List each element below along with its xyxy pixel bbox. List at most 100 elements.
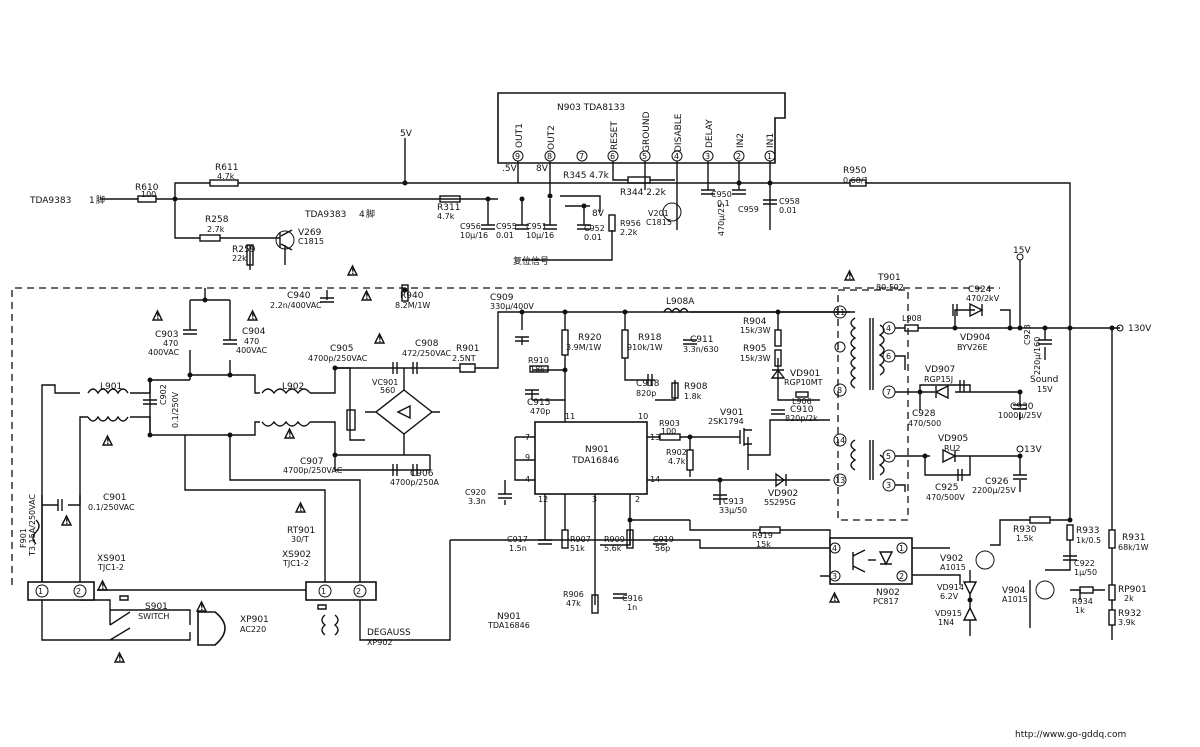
value-v904: A1015 bbox=[1002, 595, 1028, 604]
capacitor-c924 bbox=[952, 304, 958, 316]
warning-icon: ! bbox=[60, 514, 73, 526]
value-c956: 10μ/16 bbox=[460, 231, 488, 240]
transformer-boundary bbox=[837, 289, 909, 521]
opto-pin-1: 1 bbox=[899, 544, 904, 553]
label-c926: C926 bbox=[985, 477, 1009, 487]
value-r934: 1k bbox=[1075, 606, 1085, 615]
label-c906: C906 bbox=[410, 469, 434, 479]
label-l908a: L908A bbox=[666, 297, 695, 307]
label-r931: R931 bbox=[1122, 533, 1145, 543]
label-vd904: VD904 bbox=[960, 333, 991, 343]
value-c940: 2.2n/400VAC bbox=[270, 301, 322, 310]
capacitor-c955 bbox=[515, 224, 529, 230]
value-c951: 10μ/16 bbox=[526, 231, 554, 240]
label-c923: C923 bbox=[1023, 324, 1032, 345]
value-c904-b: 400VAC bbox=[236, 346, 268, 355]
label-n902: N902 bbox=[876, 588, 900, 598]
capacitor-c956 bbox=[481, 224, 495, 230]
pin-number-3: 3 bbox=[705, 152, 710, 161]
resistor-r908 bbox=[671, 382, 679, 399]
value-c911: 3.3n/630 bbox=[683, 345, 719, 354]
label-r932: R932 bbox=[1118, 609, 1141, 619]
label-c955: C955 bbox=[496, 222, 517, 231]
label-r910: R910 bbox=[528, 356, 549, 365]
label-c922: C922 bbox=[1074, 559, 1095, 568]
resistor-r919 bbox=[759, 526, 781, 534]
xs901-pin-1: 1 bbox=[38, 587, 43, 596]
value-c955: 0.01 bbox=[496, 231, 514, 240]
rail-130v: 130V bbox=[1128, 324, 1152, 334]
label-r904: R904 bbox=[743, 317, 767, 327]
value-c950: 0.1 bbox=[717, 199, 730, 208]
degauss-coil bbox=[321, 614, 339, 636]
value-r910: 18k bbox=[530, 365, 545, 374]
label-r611: R611 bbox=[215, 163, 238, 173]
mosfet-v901 bbox=[739, 428, 752, 446]
label-c915: C915 bbox=[527, 398, 550, 408]
label-c959: C959 bbox=[738, 205, 759, 214]
n901-pin-12: 12 bbox=[538, 495, 548, 504]
pin-number-4: 4 bbox=[674, 152, 679, 161]
xs902-pin-1: 1 bbox=[321, 587, 326, 596]
svg-text:!: ! bbox=[156, 312, 160, 321]
t901-pin-13: 13 bbox=[835, 476, 845, 485]
value-r950: 0.68/1 bbox=[843, 176, 869, 185]
resistor-r920 bbox=[561, 329, 569, 356]
svg-text:!: ! bbox=[351, 267, 355, 276]
resistor-r933 bbox=[1066, 524, 1074, 541]
warning-icon: ! bbox=[283, 427, 296, 439]
signal-tda9383-in: TDA9383 bbox=[29, 196, 71, 206]
label-c924: C924 bbox=[968, 285, 992, 295]
label-c907: C907 bbox=[300, 457, 323, 467]
capacitor-c958 bbox=[763, 199, 777, 205]
value-c926: 2200μ/25V bbox=[972, 486, 1016, 495]
label-r610: R610 bbox=[135, 183, 159, 193]
label-c903: C903 bbox=[155, 330, 178, 340]
capacitor-c915 bbox=[525, 389, 539, 395]
label-c918: C918 bbox=[636, 379, 660, 389]
pin-label-reset: RESET bbox=[610, 121, 620, 150]
pin-label-delay: DELAY bbox=[705, 119, 715, 148]
signal-reset: 复位信号 bbox=[513, 255, 549, 267]
ic-n901-tda16846: N901 TDA16846 11 10 7 9 4 12 3 2 14 13 bbox=[525, 412, 660, 504]
pin-number-2: 2 bbox=[736, 152, 741, 161]
resistor-r930 bbox=[1029, 516, 1051, 524]
t901-pin-14: 14 bbox=[835, 436, 845, 445]
value-r920: 3.9M/1W bbox=[566, 343, 601, 352]
value-r956: 2.2k bbox=[620, 228, 638, 237]
value-c906: 4700p/250A bbox=[390, 478, 439, 487]
label-c928: C928 bbox=[912, 409, 936, 419]
value-r918: 910k/1W bbox=[627, 343, 663, 352]
pin-number-9: 9 bbox=[515, 152, 520, 161]
value-c919: 56p bbox=[655, 544, 670, 553]
label-c913: C913 bbox=[723, 497, 744, 506]
ic-n901-title: N901 bbox=[585, 445, 609, 455]
value-c915: 470p bbox=[530, 407, 550, 416]
n901-pin-11: 11 bbox=[565, 412, 575, 421]
ic-n903-title: N903 TDA8133 bbox=[557, 103, 625, 113]
label-c930: C930 bbox=[1010, 402, 1034, 412]
warning-icon: ! bbox=[246, 309, 259, 321]
svg-text:!: ! bbox=[106, 437, 110, 446]
pin-label-out2: OUT2 bbox=[547, 125, 557, 150]
label-r344: R344 2.2k bbox=[620, 188, 667, 198]
value-c905: 4700p/250VAC bbox=[308, 354, 368, 363]
signal-tda9383-in-suffix: 脚 bbox=[96, 195, 105, 206]
capacitor-c959 bbox=[732, 189, 746, 195]
value-c930: 1000μ/25V bbox=[998, 411, 1042, 420]
label-r950: R950 bbox=[843, 166, 867, 176]
resistor-r934 bbox=[1079, 586, 1094, 594]
secondary-labels: 15V 130V 13V Sound 15V C924 470/2kV L908… bbox=[873, 246, 1152, 627]
label-r345: R345 4.7k bbox=[563, 171, 610, 181]
value-r931: 68k/1W bbox=[1118, 543, 1149, 552]
capacitor-c918 bbox=[647, 374, 653, 386]
label-r901: R901 bbox=[456, 344, 479, 354]
resistor-r611 bbox=[209, 179, 239, 187]
rail-sound: Sound bbox=[1030, 375, 1058, 385]
value-c903-a: 470 bbox=[163, 339, 178, 348]
optocoupler-n902 bbox=[829, 537, 913, 585]
label-r906: R906 bbox=[563, 590, 584, 599]
label-c940: C940 bbox=[287, 291, 311, 301]
resistor-r610 bbox=[137, 195, 157, 203]
